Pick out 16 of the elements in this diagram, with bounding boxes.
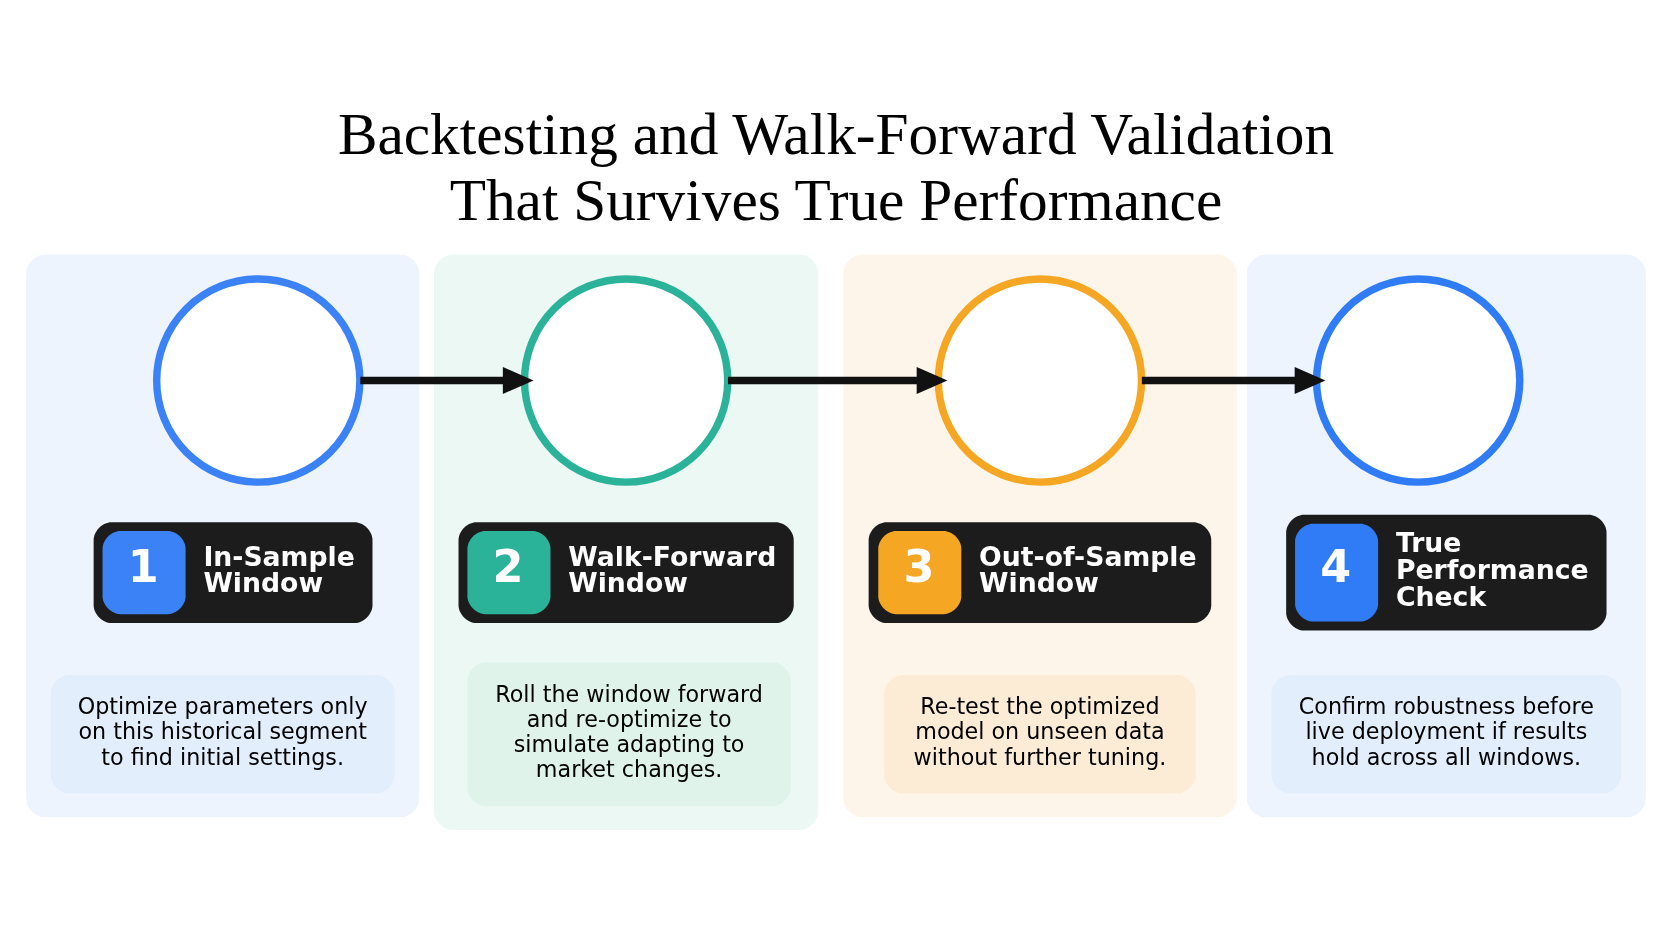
node-circle — [934, 274, 1146, 486]
node-box: 1 In-Sample Window — [93, 521, 373, 623]
diagram-title: Backtesting and Walk-Forward Validation That Survives True Performance — [337, 100, 1335, 233]
node-box: 2 Walk-Forward Window — [458, 521, 794, 623]
node-circle — [152, 274, 364, 486]
arrow — [360, 366, 534, 394]
cluster — [26, 253, 420, 817]
node-box: 4 True Performance Check — [1286, 514, 1607, 630]
node-circle — [1312, 274, 1524, 486]
arrow — [1141, 366, 1326, 394]
node-circle — [520, 274, 732, 486]
cluster — [1246, 253, 1646, 817]
node-box: 3 Out-of-Sample Window — [868, 521, 1212, 623]
cluster — [434, 253, 819, 830]
arrow — [727, 366, 948, 394]
cluster — [843, 253, 1237, 817]
